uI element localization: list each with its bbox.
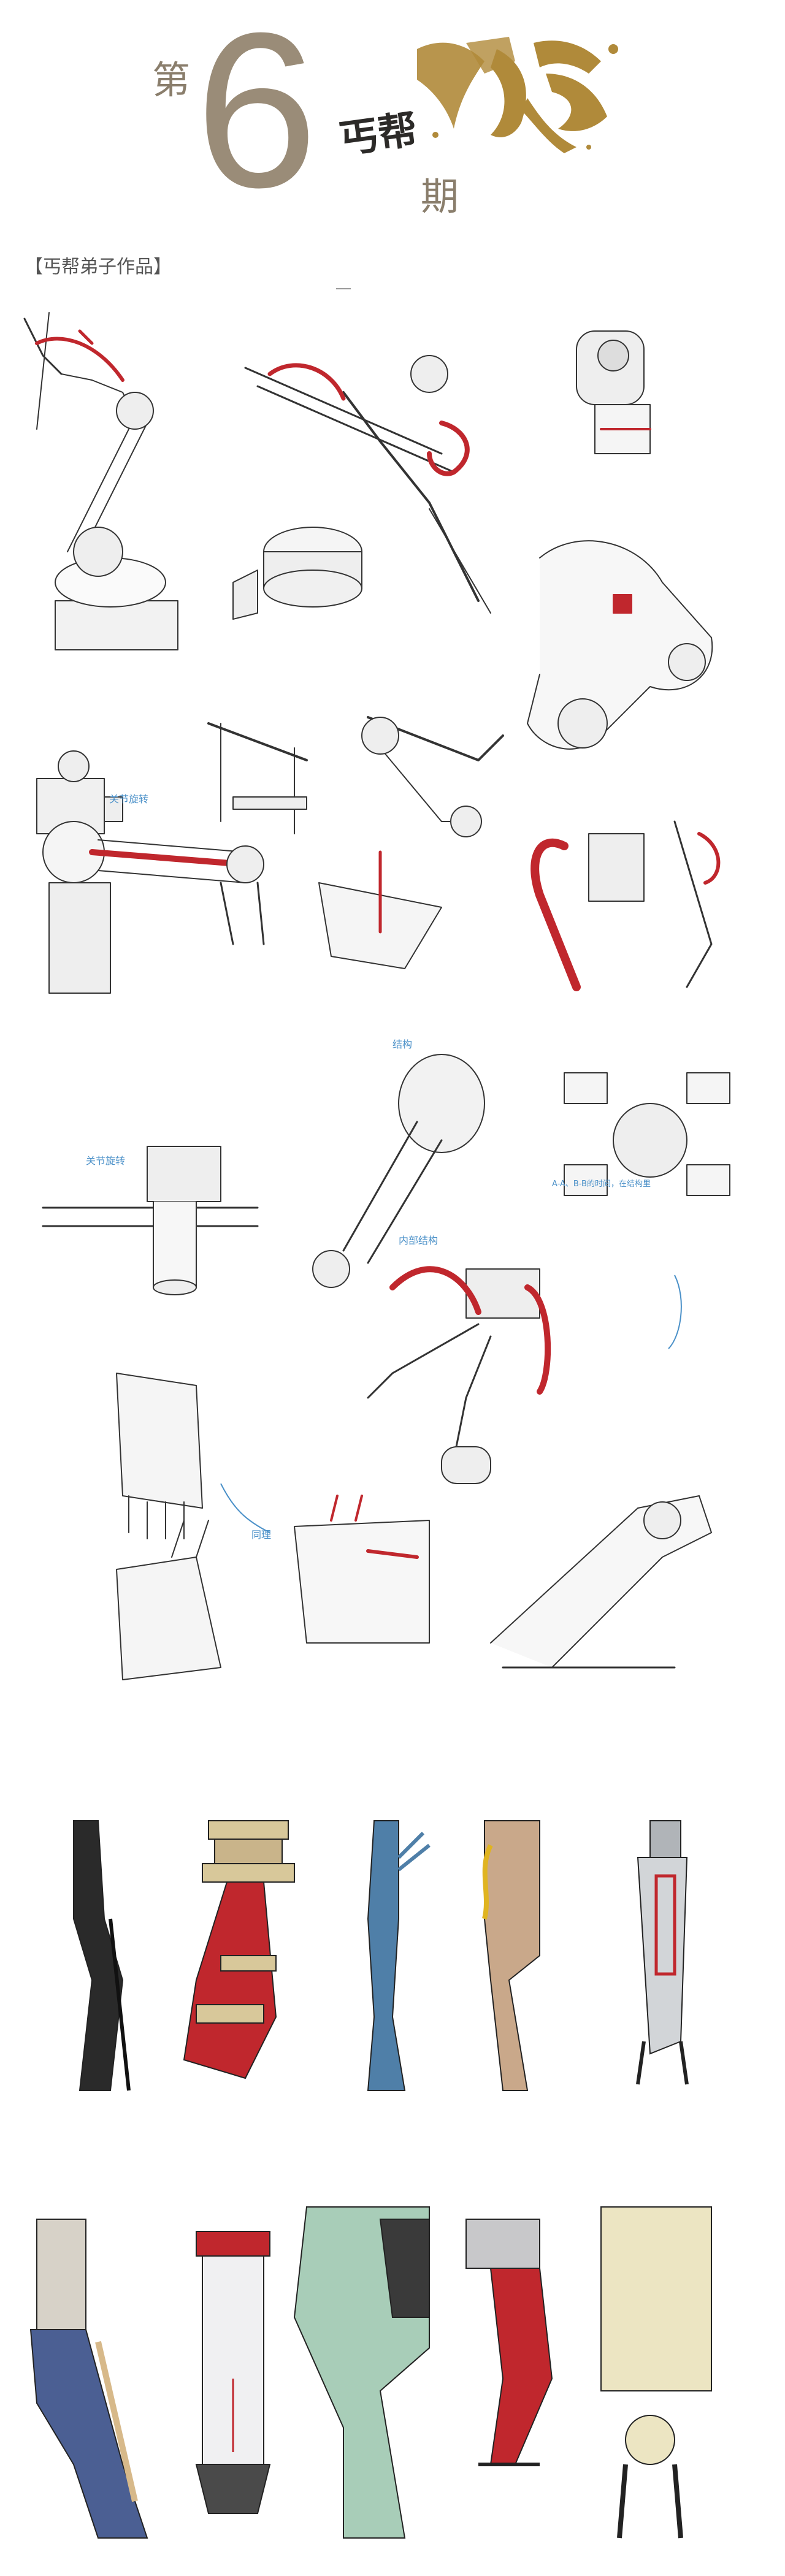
sketch-linkage-arm — [361, 716, 504, 837]
sketch-red-cable-arm — [367, 1266, 551, 1484]
annotation-aa-bb: A-A、B-B的时间，在结构里 — [552, 1179, 651, 1189]
colored-red-pink-arm — [465, 2219, 553, 2466]
sketch-robot-hand-1 — [116, 1373, 203, 1539]
colored-arms-row-1 — [73, 1820, 689, 2091]
sketch-gripper-arm — [42, 821, 265, 994]
sketch-gallery — [23, 312, 730, 1680]
colored-cream-arm — [600, 2206, 712, 2539]
sketch-suspension — [318, 850, 442, 969]
section-label: 【丐帮弟子作品】 — [25, 256, 172, 278]
divider-mark — [336, 288, 351, 292]
brand-small-text: 丐帮 — [336, 107, 421, 163]
sketch-robot-hand-2 — [116, 1520, 221, 1680]
colored-beige-arm — [482, 1820, 540, 2091]
sketch-cross-joint — [42, 1146, 259, 1295]
issue-prefix: 第 — [152, 58, 191, 102]
sketch-heavy-arm — [490, 1495, 712, 1669]
sketch-pump-jack — [207, 722, 308, 834]
annotation-joint-rotation-2: 关节旋转 — [86, 1155, 126, 1167]
colored-blue-arm — [367, 1820, 431, 2091]
sketch-rotary-joint — [576, 330, 651, 454]
colored-mint-arm — [293, 2206, 430, 2539]
gold-calligraphy-logo — [417, 37, 618, 153]
issue-suffix: 期 — [421, 174, 459, 219]
colored-red-stack-arm — [183, 1820, 295, 2079]
colored-gray-arm — [636, 1820, 689, 2085]
sketch-torch-red-hose — [530, 820, 721, 991]
annotation-same-principle: 同理 — [251, 1529, 272, 1541]
annotation-joint-rotation: 关节旋转 — [109, 793, 149, 805]
sketch-derailleur — [527, 540, 713, 750]
sketch-tube-arm — [312, 1054, 485, 1288]
issue-number: 6 — [195, 0, 318, 234]
colored-white-cylinder-arm — [195, 2231, 271, 2514]
colored-navy-arm — [29, 2219, 148, 2539]
colored-black-arm — [73, 1820, 131, 2091]
annotation-inner-structure: 内部结构 — [399, 1235, 438, 1246]
sketch-welding-robot-arm — [23, 312, 178, 650]
sketch-robot-hand-3 — [294, 1495, 430, 1644]
sketch-radial-cylinders — [564, 1072, 730, 1196]
colored-arms-row-2 — [29, 2206, 712, 2539]
sketch-welding-torch-arm — [232, 355, 491, 620]
annotation-structure: 结构 — [392, 1038, 413, 1050]
